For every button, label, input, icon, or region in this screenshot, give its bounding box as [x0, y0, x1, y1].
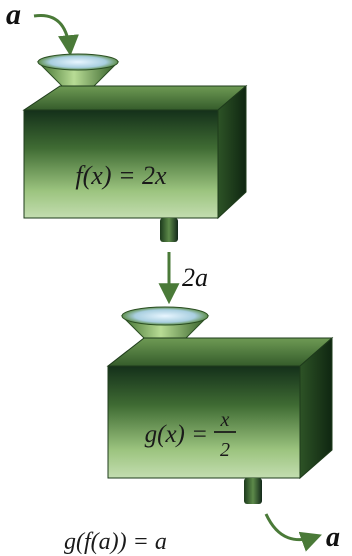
intermediate-label: 2a [182, 263, 208, 292]
composition-caption: g(f(a)) = a [64, 529, 167, 555]
output-label: a [326, 522, 340, 553]
input-arrow [33, 13, 79, 57]
machine-f-side [217, 84, 247, 220]
machine-f-formula: f(x) = 2x [75, 161, 167, 190]
machine-f: f(x) = 2x [22, 53, 248, 242]
machine-g-front [107, 365, 301, 479]
machine-f-front [23, 109, 219, 219]
machine-g: g(x) = x 2 [106, 306, 334, 504]
machine-g-top [106, 337, 334, 367]
machine-f-spout [160, 218, 178, 242]
input-label: a [6, 0, 21, 31]
machine-g-numerator: x [220, 409, 230, 431]
machine-g-denominator: 2 [220, 439, 230, 461]
output-arrow [264, 513, 322, 552]
machine-g-spout [244, 478, 262, 504]
machine-g-formula-left: g(x) = [145, 421, 208, 448]
machine-f-top [22, 85, 248, 111]
